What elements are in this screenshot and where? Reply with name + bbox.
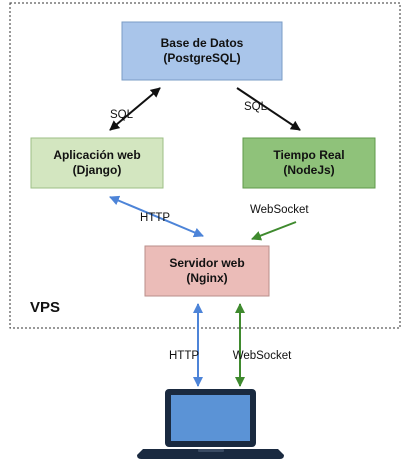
webserver-subtitle: (Nginx) [186,271,227,285]
webapp-subtitle: (Django) [73,163,122,177]
websocket-label-lower: WebSocket [233,350,292,362]
websocket-label-upper: WebSocket [250,204,309,216]
realtime-node: Tiempo Real (NodeJs) [242,137,376,189]
database-node: Base de Datos (PostgreSQL) [121,21,283,81]
database-title: Base de Datos [161,36,244,50]
realtime-subtitle: (NodeJs) [283,163,334,177]
sql-label-right: SQL [244,101,268,113]
webserver-node: Servidor web (Nginx) [144,245,270,297]
webserver-title: Servidor web [169,256,244,270]
vps-boundary [9,2,401,329]
websocket-arrow-realtime-server [251,221,297,241]
realtime-title: Tiempo Real [273,148,344,162]
laptop-icon [137,389,284,459]
sql-arrow-db-webapp [109,87,161,131]
vps-label: VPS [30,299,60,316]
webapp-title: Aplicación web [53,148,140,162]
sql-label-left: SQL [110,109,134,121]
http-arrow-webapp-server [109,195,204,238]
sql-arrow-db-realtime [236,87,301,131]
http-label-lower: HTTP [169,350,199,362]
webapp-node: Aplicación web (Django) [30,137,164,189]
database-subtitle: (PostgreSQL) [163,51,240,65]
http-label-upper: HTTP [140,212,170,224]
